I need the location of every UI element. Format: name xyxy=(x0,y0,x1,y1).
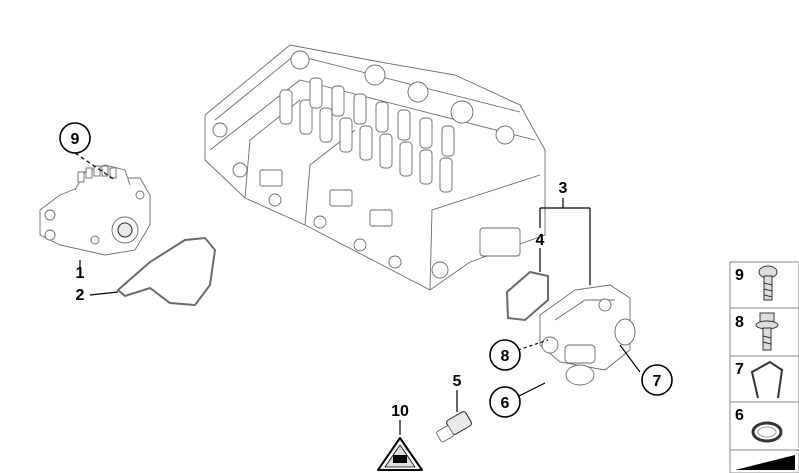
svg-text:7: 7 xyxy=(735,361,744,378)
svg-text:9: 9 xyxy=(735,267,744,284)
clip-icon xyxy=(750,360,784,399)
flange-bolt-icon xyxy=(755,312,779,351)
thermostat-gasket-drawing xyxy=(505,270,549,322)
leader-lines xyxy=(74,152,641,435)
side-item-9: 9 xyxy=(729,261,799,309)
bolt-icon xyxy=(758,265,778,301)
warning-triangle-icon xyxy=(377,437,423,471)
o-ring-icon xyxy=(751,421,783,443)
svg-text:8: 8 xyxy=(501,348,510,365)
svg-text:9: 9 xyxy=(71,131,80,148)
svg-text:8: 8 xyxy=(735,314,744,331)
temperature-sensor-drawing xyxy=(436,411,472,443)
callout-5: 5 xyxy=(453,373,462,390)
side-parts-panel: 9 8 7 xyxy=(729,261,799,473)
pump-gasket-drawing xyxy=(116,236,217,307)
cylinder-head-drawing xyxy=(204,44,546,291)
svg-text:7: 7 xyxy=(653,373,662,390)
svg-text:6: 6 xyxy=(501,395,510,412)
callout-3: 3 xyxy=(559,180,568,197)
callout-9: 9 xyxy=(59,122,91,154)
side-item-6: 6 xyxy=(729,401,799,451)
water-pump-drawing xyxy=(39,164,151,256)
side-item-8: 8 xyxy=(729,307,799,357)
callout-8: 8 xyxy=(489,339,521,371)
svg-text:6: 6 xyxy=(735,407,744,424)
callout-2: 2 xyxy=(76,287,85,304)
callout-10: 10 xyxy=(391,403,409,420)
callout-7: 7 xyxy=(641,364,673,396)
side-item-7: 7 xyxy=(729,355,799,403)
panel-footer-wedge xyxy=(729,449,799,473)
callout-6: 6 xyxy=(489,386,521,418)
thermostat-housing-drawing xyxy=(539,284,636,386)
callout-4: 4 xyxy=(536,232,545,249)
callout-1: 1 xyxy=(76,265,85,282)
